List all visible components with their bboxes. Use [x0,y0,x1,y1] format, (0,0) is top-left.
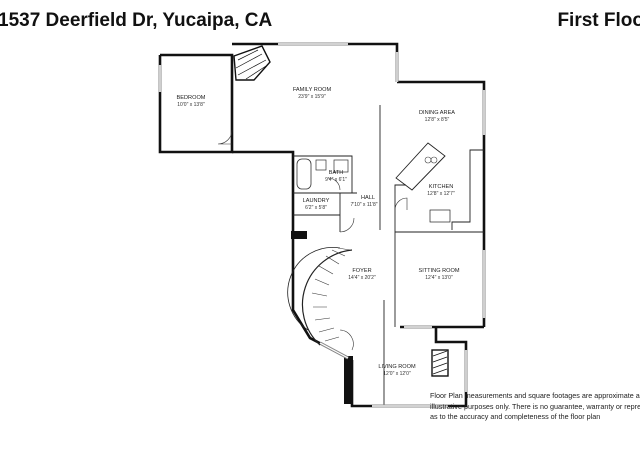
room-label-living-room: LIVING ROOM 12'0" x 12'0" [378,364,416,377]
staircase [287,247,353,346]
doors [217,129,408,351]
floor-title: First Floo [557,10,640,31]
room-label-kitchen: KITCHEN 12'8" x 12'7" [427,184,455,197]
svg-text:12'8" x 12'7": 12'8" x 12'7" [427,191,455,197]
svg-text:KITCHEN: KITCHEN [429,184,454,190]
disclaimer-text: Floor Plan measurements and square foota… [430,391,640,423]
svg-text:SITTING ROOM: SITTING ROOM [418,268,459,274]
disclaimer-line-3: as to the accuracy and completeness of t… [430,412,601,421]
windows [158,42,486,408]
disclaimer-line-1: Floor Plan measurements and square foota… [430,391,640,400]
room-label-family-room: FAMILY ROOM 23'9" x 15'9" [293,87,332,100]
kitchen-appliance [429,209,451,223]
room-label-bath: BATH 9'4" x 6'1" [325,170,347,183]
svg-text:12'4" x 13'0": 12'4" x 13'0" [425,275,453,281]
room-label-hall: HALL 7'10" x 11'8" [350,195,377,208]
disclaimer-line-2: illustrative purposes only. There is no … [430,401,640,411]
svg-text:LIVING ROOM: LIVING ROOM [378,364,416,370]
room-label-dining-area: DINING AREA 12'8" x 8'5" [419,110,455,123]
svg-text:DINING AREA: DINING AREA [419,110,455,116]
room-label-sitting-room: SITTING ROOM 12'4" x 13'0" [418,268,459,281]
svg-text:HALL: HALL [361,195,375,201]
room-label-foyer: FOYER 14'4" x 20'2" [348,268,376,281]
bath-fixtures [296,158,349,190]
svg-text:FAMILY ROOM: FAMILY ROOM [293,87,332,93]
svg-text:10'0" x 13'8": 10'0" x 13'8" [177,102,205,108]
svg-text:LAUNDRY: LAUNDRY [303,198,330,204]
fireplace-living-room [431,349,449,377]
wall-block [344,356,353,404]
room-label-laundry: LAUNDRY 6'2" x 5'8" [303,198,330,211]
svg-text:6'2" x 5'8": 6'2" x 5'8" [305,205,327,211]
svg-text:BATH: BATH [329,170,344,176]
fireplace-family-room [233,45,271,81]
svg-text:9'4" x 6'1": 9'4" x 6'1" [325,177,347,183]
svg-text:12'8" x 8'5": 12'8" x 8'5" [425,117,450,123]
kitchen-island [395,142,446,191]
kitchen-counter [451,149,484,230]
svg-text:14'4" x 20'2": 14'4" x 20'2" [348,275,376,281]
svg-text:FOYER: FOYER [352,268,371,274]
svg-text:7'10" x 11'8": 7'10" x 11'8" [350,202,377,208]
interior-walls [293,105,484,406]
svg-text:23'9" x 15'9": 23'9" x 15'9" [298,94,326,100]
address-title: 1537 Deerfield Dr, Yucaipa, CA [0,10,273,31]
svg-text:12'0" x 12'0": 12'0" x 12'0" [383,371,411,377]
room-label-bedroom: BEDROOM 10'0" x 13'8" [177,95,206,108]
svg-text:BEDROOM: BEDROOM [177,95,206,101]
wall-block [291,231,307,239]
